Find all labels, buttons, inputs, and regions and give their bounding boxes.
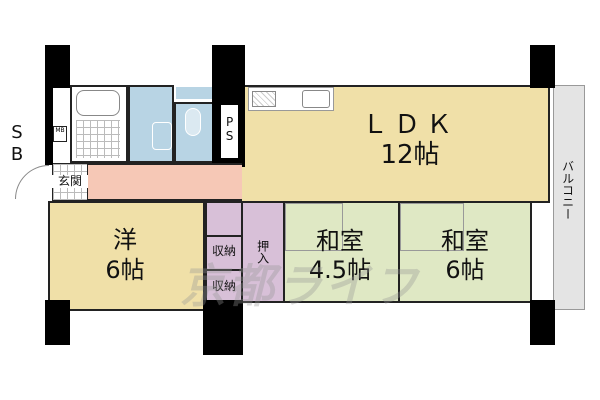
japanese1-name: 和室	[316, 227, 364, 255]
bathtub-icon	[76, 90, 120, 116]
watermark: 京都ライフ	[180, 259, 420, 313]
shower-floor	[76, 120, 120, 158]
sb-label: SB	[10, 122, 24, 165]
room-japanese-4.5	[283, 201, 400, 303]
japanese2-size: 6帖	[445, 256, 485, 284]
storage-2-label: 収納	[211, 279, 236, 293]
balcony	[553, 85, 585, 310]
sink-icon	[302, 90, 330, 108]
room-japanese-6	[398, 201, 532, 303]
ps-label: PS	[222, 115, 237, 143]
stove-icon	[252, 91, 276, 107]
entrance-label: 玄関	[52, 175, 88, 188]
western-name: 洋	[113, 226, 137, 254]
washroom	[128, 85, 174, 163]
wall-left	[45, 45, 70, 88]
entrance-door[interactable]	[15, 165, 49, 199]
tatami-lines	[285, 203, 343, 251]
pillar-bottom-right	[530, 300, 555, 345]
balcony-label: バルコニー	[560, 160, 575, 220]
closet-label: 押入	[255, 240, 270, 264]
pillar-bottom-mid	[203, 300, 243, 355]
hallway	[88, 163, 242, 201]
western-size: 6帖	[105, 256, 145, 284]
japanese1-size: 4.5帖	[308, 256, 372, 284]
toilet-icon	[185, 108, 201, 136]
japanese2-name: 和室	[441, 227, 489, 255]
wall-left-side	[45, 85, 53, 165]
room-western	[48, 201, 205, 311]
ldk-name: ＬＤＫ	[361, 110, 458, 140]
pillar-bottom-left	[45, 300, 70, 345]
toilet-upper-shelf	[176, 87, 212, 99]
storage-1-label: 収納	[211, 244, 236, 258]
washbasin-icon	[152, 122, 172, 150]
pipe-space	[221, 105, 238, 158]
mb-box: MB	[53, 126, 67, 142]
storage-1	[205, 235, 243, 271]
pillar-top-right	[530, 45, 555, 88]
ldk-size: 12帖	[380, 140, 440, 170]
tatami-lines-2	[400, 203, 464, 251]
storage-top	[205, 201, 243, 237]
